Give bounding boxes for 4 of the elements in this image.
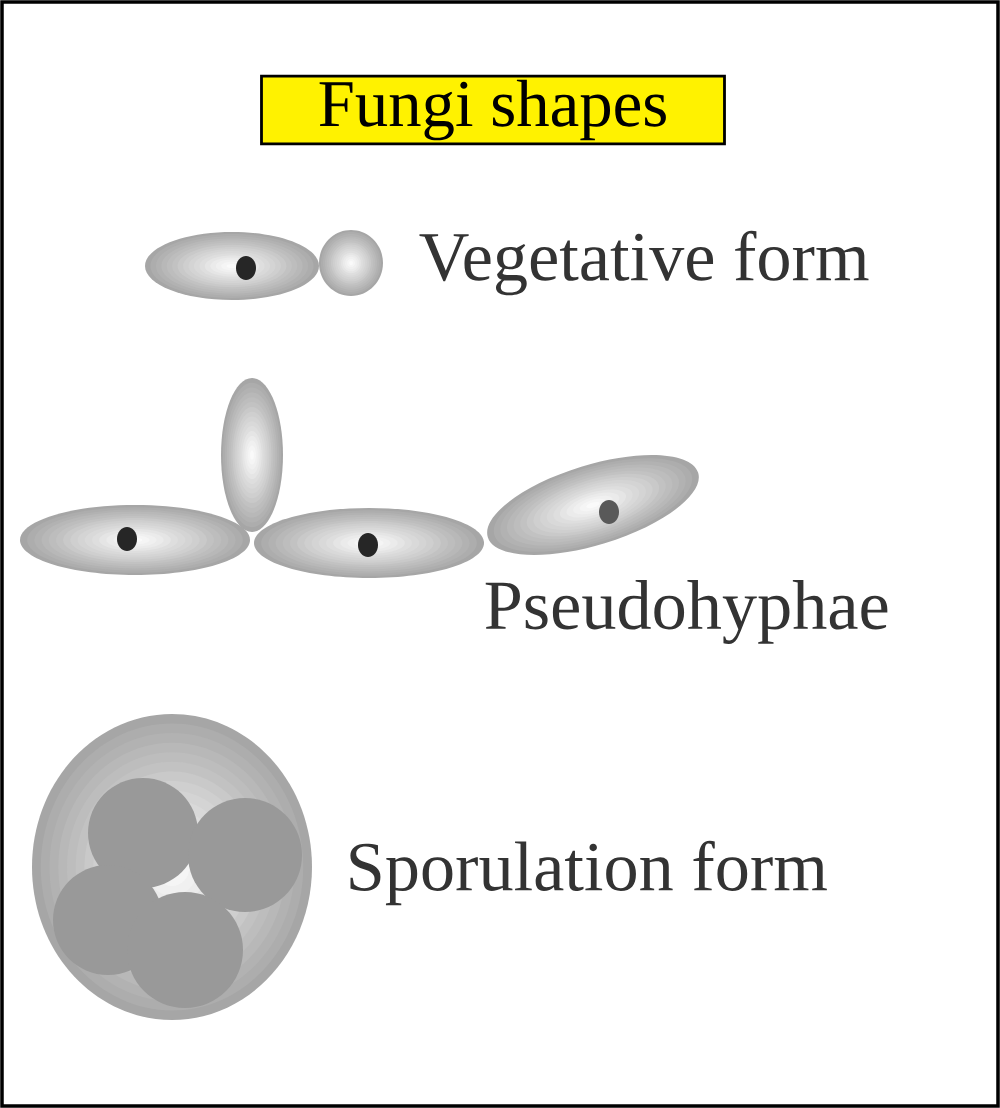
form-label: Pseudohyphae xyxy=(485,580,888,644)
form-label: Vegetative form xyxy=(419,230,869,296)
form-label: Sporulation form xyxy=(350,840,827,906)
title-box: Fungi shapes xyxy=(260,74,726,146)
